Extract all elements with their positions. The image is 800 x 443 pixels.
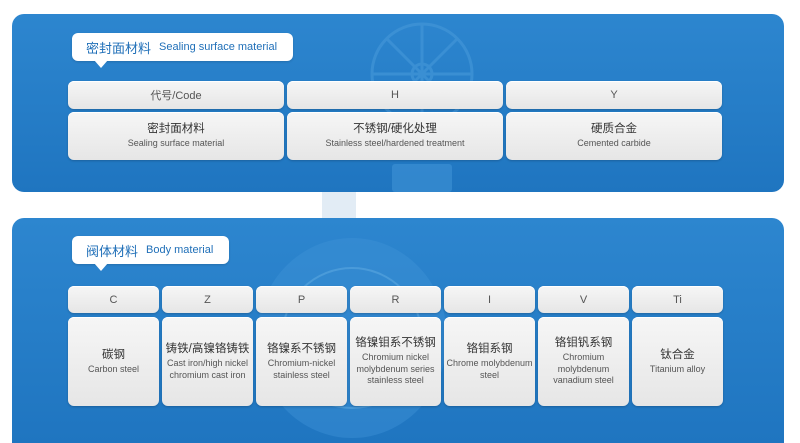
sealing-surface-panel: 密封面材料 Sealing surface material 代号/Code H…: [12, 14, 784, 192]
body-header-i: I: [444, 286, 535, 313]
sealing-title-cn: 密封面材料: [86, 40, 152, 56]
body-header-c: C: [68, 286, 159, 313]
body-cell-r: 铬镍钼系不锈钢 Chromium nickel molybdenum serie…: [350, 317, 441, 406]
body-cell-i: 铬钼系钢 Chrome molybdenum steel: [444, 317, 535, 406]
body-title-tab: 阀体材料 Body material: [72, 236, 230, 271]
body-cell-p: 铬镍系不锈钢 Chromium-nickel stainless steel: [256, 317, 347, 406]
body-cell-c: 碳钢 Carbon steel: [68, 317, 159, 406]
body-header-ti: Ti: [632, 286, 723, 313]
body-cell-ti: 钛合金 Titanium alloy: [632, 317, 723, 406]
sealing-header-y: Y: [506, 81, 722, 109]
body-material-panel: 阀体材料 Body material C Z P R I V Ti 碳钢 Car…: [12, 218, 784, 443]
body-header-v: V: [538, 286, 629, 313]
body-title-en: Body material: [146, 244, 214, 256]
sealing-cell-h: 不锈钢/硬化处理 Stainless steel/hardened treatm…: [287, 112, 503, 160]
sealing-cell-y: 硬质合金 Cemented carbide: [506, 112, 722, 160]
body-title-cn: 阀体材料: [86, 243, 139, 259]
body-cell-z: 铸铁/高镍铬铸铁 Cast iron/high nickel chromium …: [162, 317, 253, 406]
sealing-title-en: Sealing surface material: [159, 41, 278, 53]
body-header-z: Z: [162, 286, 253, 313]
sealing-title-tab: 密封面材料 Sealing surface material: [72, 33, 294, 68]
body-header-r: R: [350, 286, 441, 313]
body-cell-v: 铬钼钒系钢 Chromium molybdenum vanadium steel: [538, 317, 629, 406]
body-header-p: P: [256, 286, 347, 313]
sealing-cell-label: 密封面材料 Sealing surface material: [68, 112, 284, 160]
sealing-header-h: H: [287, 81, 503, 109]
sealing-header-code: 代号/Code: [68, 81, 284, 109]
